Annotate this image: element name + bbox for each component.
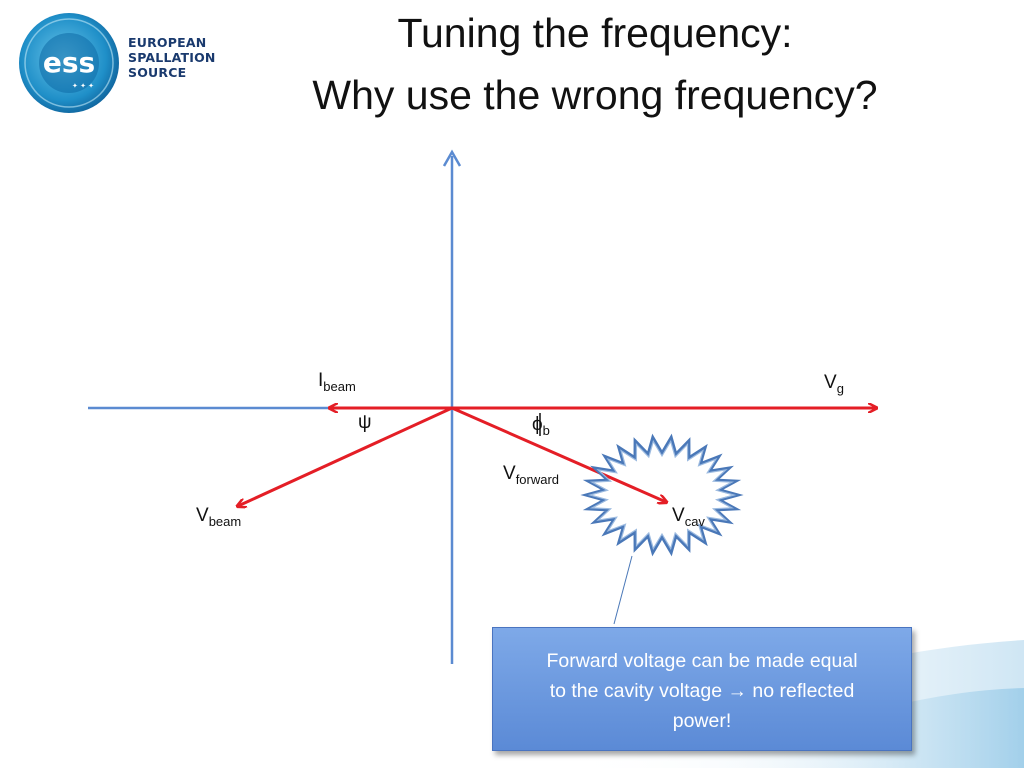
label-phi-b: ϕb [532,414,550,438]
title-line-1: Tuning the frequency: [397,10,793,56]
label-psi: ψ [358,412,372,433]
callout-connector [613,555,633,625]
callout-line-1: Forward voltage can be made equal [546,650,858,672]
logo-line-2: SPALLATION [128,50,216,65]
title-line-2: Why use the wrong frequency? [312,72,878,118]
label-v-cav: Vcav [672,505,705,529]
callout-line-3: power! [672,710,732,732]
label-v-g: Vg [824,372,844,396]
logo-mark-text: ess [43,46,95,79]
ess-logo-icon: ess ✦ ✦ ✦ [19,13,119,113]
svg-text:✦ ✦ ✦: ✦ ✦ ✦ [72,82,94,90]
right-arrow-icon: → [727,680,747,702]
callout-line-2: to the cavity voltage → no reflected [549,680,855,702]
vbeam-vector [238,406,453,506]
label-i-beam: Ibeam [318,370,356,394]
vertical-axis-arrowhead [442,149,462,167]
callout-box: Forward voltage can be made equal to the… [492,627,912,751]
highlight-starburst [580,433,744,557]
logo-line-1: EUROPEAN [128,35,207,50]
logo-line-3: SOURCE [128,65,187,80]
label-v-forward: Vforward [503,463,560,487]
vforward-vector [451,406,666,502]
label-v-beam: Vbeam [196,505,242,529]
